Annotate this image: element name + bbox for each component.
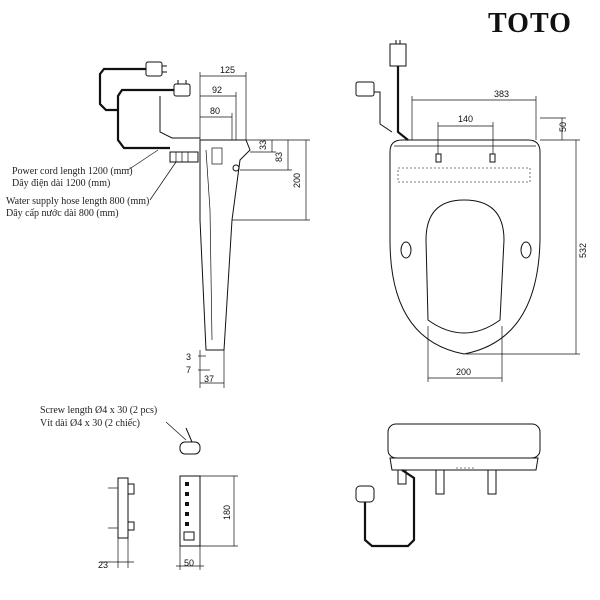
- power-cord: [98, 67, 146, 112]
- dim-3: 3: [186, 352, 191, 362]
- dim-180: 180: [222, 505, 232, 520]
- seat-top-outline: [389, 139, 541, 355]
- seat-front-body: [387, 423, 541, 459]
- bracket-side: [117, 477, 129, 539]
- water-supply-hose: [116, 88, 174, 150]
- dim-7: 7: [186, 365, 191, 375]
- dim-50-bracket: 50: [184, 558, 194, 568]
- screw-icon: [179, 441, 201, 455]
- water-hose-note-en: Water supply hose length 800 (mm): [6, 196, 150, 207]
- screw-detail: [165, 421, 201, 455]
- dim-23: 23: [98, 560, 108, 570]
- power-cord-note-vi: Dây điện dài 1200 (mm): [12, 178, 111, 189]
- dim-532: 532: [578, 243, 588, 258]
- top-second-plug-icon: [355, 81, 375, 97]
- screw-note-vi: Vít dài Ø4 x 30 (2 chiếc): [40, 418, 140, 429]
- seat-opening: [425, 199, 505, 334]
- dim-37: 37: [204, 374, 214, 384]
- bracket-front: [179, 475, 201, 547]
- side-view: 125 92 80 33 83 200 3 7 37: [98, 61, 310, 388]
- dim-92: 92: [212, 85, 222, 95]
- screw-note-en: Screw length Ø4 x 30 (2 pcs): [40, 405, 158, 416]
- dim-200-top: 200: [456, 367, 471, 377]
- front-view: [355, 423, 541, 548]
- toto-logo: TOTO: [488, 8, 572, 39]
- second-plug-icon: [173, 83, 191, 97]
- top-plug-icon: [389, 43, 407, 67]
- dim-140: 140: [458, 114, 473, 124]
- water-hose-note-vi: Dây cấp nước dài 800 (mm): [6, 208, 119, 219]
- top-view: 383 140 50 532 200: [355, 40, 588, 382]
- dim-200: 200: [292, 173, 302, 188]
- dim-50: 50: [558, 122, 568, 132]
- power-plug-icon: [145, 61, 163, 77]
- dim-33: 33: [258, 140, 268, 150]
- power-cord-note-en: Power cord length 1200 (mm): [12, 166, 133, 177]
- dim-383: 383: [494, 89, 509, 99]
- bracket-views: 23 180 50: [98, 475, 238, 570]
- hose-connector: [169, 151, 199, 163]
- remote-plug-icon: [355, 485, 375, 503]
- dim-83: 83: [274, 152, 284, 162]
- dim-80: 80: [210, 106, 220, 116]
- dim-125: 125: [220, 65, 235, 75]
